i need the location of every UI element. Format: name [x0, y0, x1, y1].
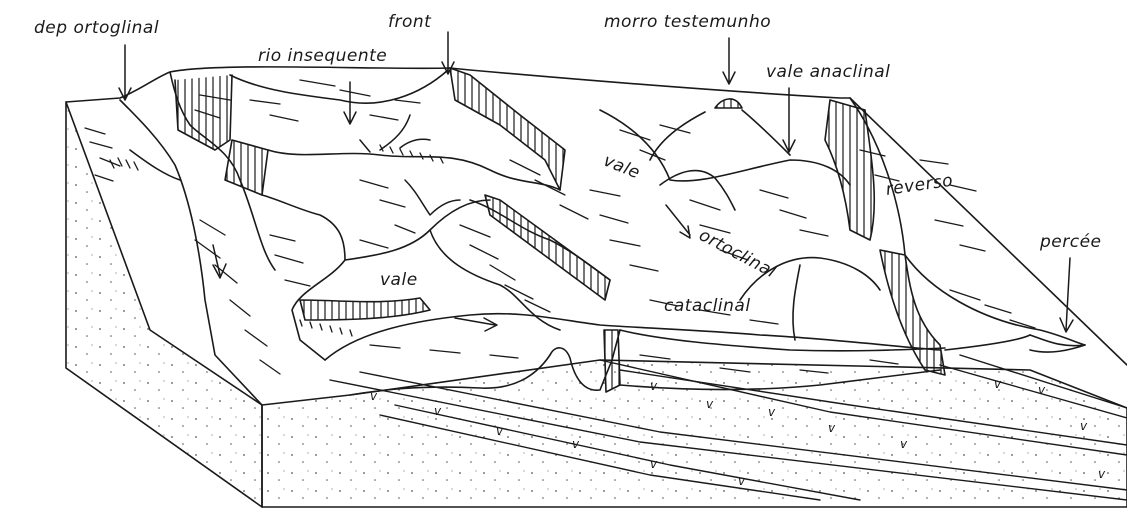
- label-vale-cataclinal-1: vale: [380, 272, 418, 289]
- strata-mark: v: [650, 458, 658, 470]
- strata-mark: v: [572, 438, 580, 450]
- strata-mark: v: [1038, 384, 1046, 396]
- strata-mark: v: [650, 380, 658, 392]
- strata-mark: v: [994, 378, 1002, 390]
- strata-mark: v: [496, 425, 504, 437]
- river-branches: [360, 115, 460, 215]
- label-morro-testemunho: morro testemunho: [604, 14, 771, 31]
- label-percee: percée: [1040, 234, 1102, 251]
- block-side-faces: [66, 98, 1127, 507]
- strata-mark: v: [1098, 468, 1106, 480]
- label-vale-cataclinal-2: cataclinal: [664, 298, 751, 315]
- strata-mark: v: [370, 390, 378, 402]
- strata-mark: v: [900, 438, 908, 450]
- strata-mark: v: [768, 406, 776, 418]
- label-vale-anaclinal: vale anaclinal: [766, 64, 890, 81]
- strata-mark: v: [706, 398, 714, 410]
- label-dep-ortoglinal: dep ortoglinal: [34, 20, 159, 37]
- strata-mark: v: [828, 422, 836, 434]
- label-rio-insequente: rio insequente: [258, 48, 387, 65]
- label-front: front: [388, 14, 431, 31]
- strata-mark: v: [434, 405, 442, 417]
- strata-mark: v: [738, 475, 746, 487]
- strata-mark: v: [1080, 420, 1088, 432]
